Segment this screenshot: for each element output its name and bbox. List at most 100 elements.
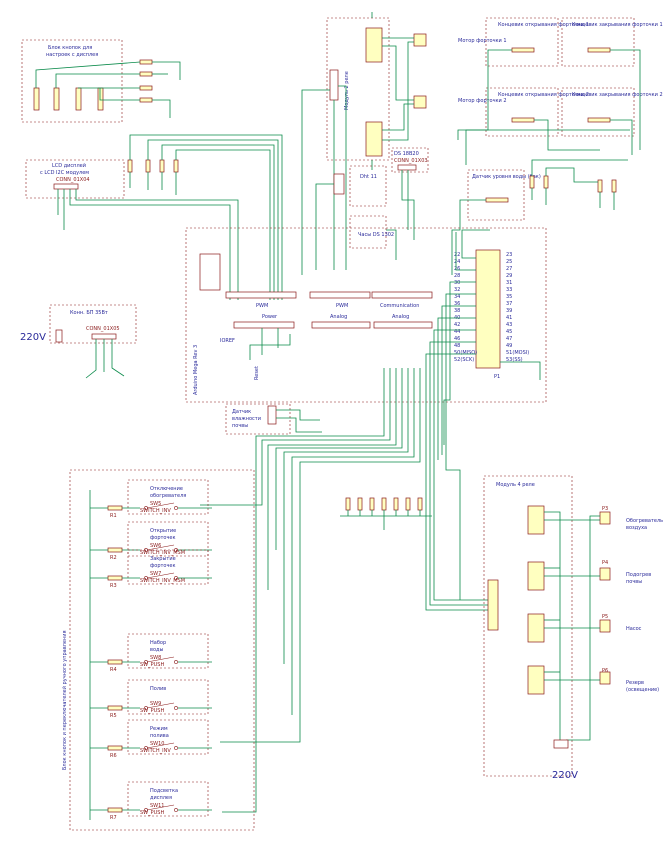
soil-title-3: почвы	[232, 423, 248, 429]
relay4-load-label: Насос	[626, 626, 642, 632]
sw4-push	[97, 87, 104, 111]
relay4-load-conn: P5	[602, 614, 608, 620]
limit-open2: Концевик открывания форточки 2	[498, 92, 589, 98]
mega-pin-left: 44	[454, 329, 460, 335]
limit-switches: Концевик открывания форточки 1 Концевик …	[457, 17, 663, 165]
manual-item-label-2: воды	[150, 647, 163, 653]
lcd-conn: CONN_01X04	[56, 177, 90, 183]
limit-close2: Концевик закрывания форточки 2	[572, 92, 663, 98]
arduino-block	[185, 227, 547, 403]
mega-pin-right: 31	[506, 280, 512, 286]
motor2-label: Мотор форточки 2	[458, 98, 507, 104]
mega-pin-right: 37	[506, 301, 512, 307]
manual-items: ОтключениеобогревателяSW5SWITCH_INVR1Отк…	[90, 479, 212, 821]
mega-bus-wires	[425, 229, 541, 611]
mega-pin-left: 38	[454, 308, 460, 314]
relay4-load-label: Резерв	[626, 680, 644, 686]
right-resistors	[529, 159, 628, 210]
mega-pin-left: 36	[454, 301, 460, 307]
mega-pin-left: 34	[454, 294, 460, 300]
r-settings-4	[139, 97, 153, 103]
manual-item-label: Отключение	[150, 486, 183, 492]
manual-item-label-2: форточек	[150, 563, 176, 569]
manual-item-label-2: полива	[150, 733, 169, 739]
manual-resistor-label: R5	[110, 713, 117, 719]
relay2-k2	[365, 121, 383, 157]
manual-item-label: Открытие	[150, 528, 176, 534]
mega-pin-left: 42	[454, 322, 460, 328]
mega-pin-left: 46	[454, 336, 460, 342]
manual-resistor	[107, 575, 123, 581]
sw1-push	[33, 87, 40, 111]
r-settings-2	[139, 71, 153, 77]
mega-pin-right: 33	[506, 287, 512, 293]
relay2-title: Модуль 2 реле	[344, 71, 350, 110]
relay2-block	[326, 17, 390, 161]
mega-pin-left: 52(SCK)	[454, 357, 474, 363]
header-comm	[371, 291, 433, 299]
header-power	[233, 321, 295, 329]
mega-pin-right: 45	[506, 329, 512, 335]
manual-item-type: SW_PUSH	[140, 810, 164, 816]
manual-item-type: SWITCH_INV_MSM	[140, 550, 185, 556]
mega-pin-left: 28	[454, 273, 460, 279]
mega-pin-right: 41	[506, 315, 512, 321]
mega-pin-right: 25	[506, 259, 512, 265]
manual-resistor-label: R2	[110, 555, 117, 561]
manual-item-type: SW_PUSH	[140, 708, 164, 714]
settings-switches	[33, 59, 181, 118]
settings-buttons-title-1: Блок кнопок для	[48, 45, 92, 51]
manual-resistor	[107, 547, 123, 553]
manual-item-frame	[127, 679, 209, 715]
manual-resistor-label: R7	[110, 815, 117, 821]
limit-open1: Концевик открывания форточки 1	[498, 22, 589, 28]
manual-item-part: SW6	[150, 543, 161, 549]
relay4-resistors	[340, 497, 432, 530]
r-settings-3	[139, 85, 153, 91]
manual-item-type: SWITCH_INV_MSM	[140, 578, 185, 584]
ioref-label: IOREF	[220, 338, 235, 344]
manual-item-frame	[127, 549, 209, 585]
analog-wires	[200, 328, 421, 813]
mains-connector	[553, 739, 569, 749]
arduino-title: Arduino Mega Rev 3	[193, 345, 199, 395]
lcd-block	[25, 159, 125, 199]
manual-resistor	[107, 745, 123, 751]
manual-resistor-label: R4	[110, 667, 117, 673]
relay4-load-label: Обогреватель	[626, 518, 663, 524]
header-analog-2-label: Analog	[392, 314, 409, 320]
relay4-block	[483, 475, 573, 777]
relay4-load-conn: P6	[602, 668, 608, 674]
relay4-load-label: Подогрев	[626, 572, 651, 578]
manual-item-label: Полив	[150, 686, 166, 692]
manual-item-label-2: обогревателя	[150, 493, 186, 499]
lcd-title-2: с LCD I2C модулем	[40, 170, 89, 176]
header-pwm-1	[225, 291, 297, 299]
relay4-load-conn: P3	[602, 506, 608, 512]
mega-pin-right: 47	[506, 336, 512, 342]
relay4-load-label-2: воздуха	[626, 525, 647, 531]
psu-block	[49, 304, 137, 344]
manual-resistor-label: R3	[110, 583, 117, 589]
manual-item-frame	[127, 719, 209, 755]
mega-pin-right: 39	[506, 308, 512, 314]
manual-item-type: SW_PUSH	[140, 662, 164, 668]
soil-block	[225, 403, 291, 435]
ds18b20-conn: CONN_01X03	[394, 158, 428, 164]
relay4-load-label-2: почвы	[626, 579, 642, 585]
dht11-title: Dht 11	[360, 174, 377, 180]
header-pwm-2-label: PWM	[336, 303, 348, 309]
mega-pin-right: 27	[506, 266, 512, 272]
manual-item-part: SW5	[150, 501, 161, 507]
relay2-k1	[365, 27, 383, 63]
psu-title: Конн. БП 35Вт	[70, 310, 108, 316]
relay4-title: Модуль 4 реле	[496, 482, 535, 488]
manual-item-frame	[127, 633, 209, 669]
relay4-input-header	[487, 579, 499, 631]
mega-pin-left: 30	[454, 280, 460, 286]
mega-pin-left: 48	[454, 343, 460, 349]
manual-item-label: Набор	[150, 640, 166, 646]
mega-pin-right: 53(SS)	[506, 357, 523, 363]
